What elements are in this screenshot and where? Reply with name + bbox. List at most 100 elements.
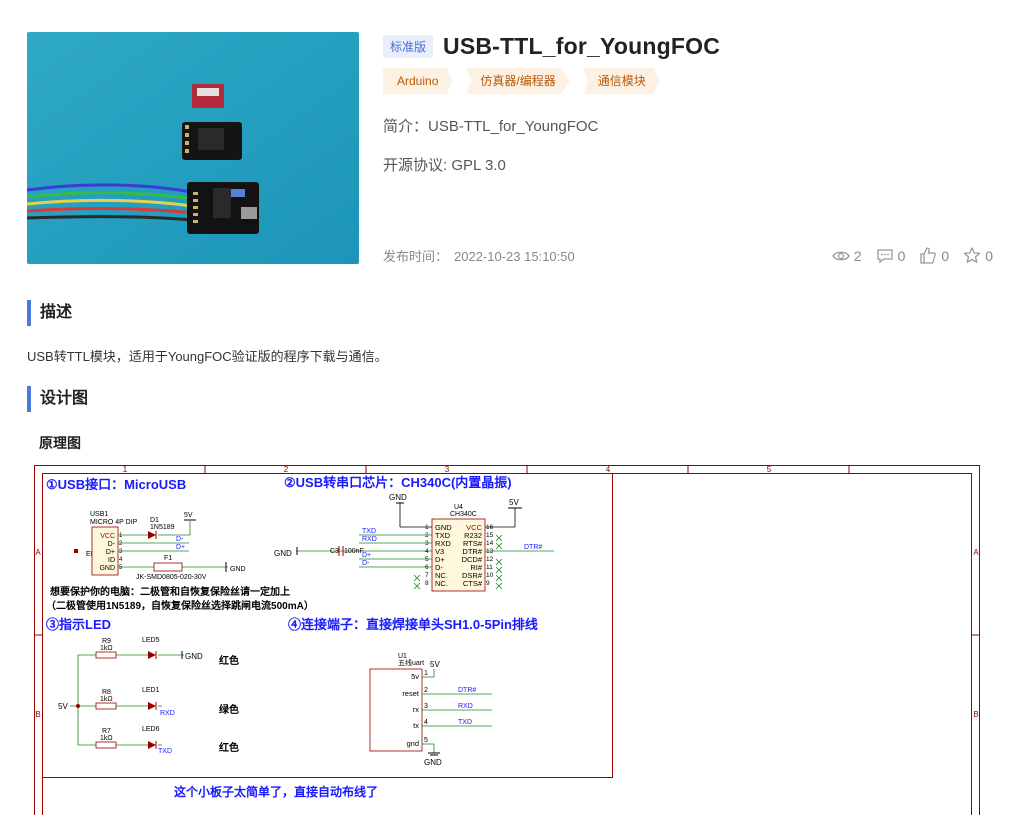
- u1-pin: gnd: [406, 739, 419, 748]
- u4-right-pin: VCC: [466, 523, 482, 532]
- usb-pin-num: 4: [119, 557, 123, 563]
- description-heading: 描述: [27, 300, 72, 326]
- u1-part: 五线uart: [398, 658, 424, 667]
- net-dm: D-: [362, 560, 370, 567]
- u4-right-num: 10: [486, 572, 494, 579]
- led-5v-label: 5V: [58, 702, 68, 711]
- tag-emulator-programmer[interactable]: 仿真器/编程器: [466, 68, 570, 94]
- u4-left-num: 3: [425, 540, 429, 547]
- like-button[interactable]: 0: [919, 247, 949, 264]
- net-rxd: RXD: [362, 536, 377, 543]
- u4-right-num: 9: [486, 580, 490, 587]
- usb-pin-num: 1: [119, 533, 123, 539]
- u1-pin: tx: [413, 721, 419, 730]
- eye-icon: [832, 251, 850, 260]
- u4-right-pin: R232: [464, 531, 482, 540]
- u4-right-pin: RI#: [470, 563, 483, 572]
- r7-ref: R7: [102, 728, 111, 735]
- usb-pin-num: 2: [119, 541, 123, 547]
- schematic-bottom-note: 这个小板子太简单了，直接自动布线了: [174, 784, 378, 799]
- usb-pin: ID: [108, 557, 115, 564]
- usb-part: MICRO 4P DIP: [90, 519, 138, 526]
- led6-net: TXD: [158, 748, 172, 755]
- favorite-count-value: 0: [985, 247, 993, 264]
- net-txd: TXD: [362, 528, 376, 535]
- u4-left-pin: D-: [435, 563, 443, 572]
- col-number: 2: [284, 465, 289, 474]
- u1-pin: 5v: [411, 672, 419, 681]
- u1-gnd-label: GND: [424, 758, 442, 767]
- usb-pin: D+: [106, 549, 115, 556]
- c3-ref: C3: [330, 548, 339, 555]
- u1-5v-label: 5V: [430, 660, 440, 669]
- like-count-value: 0: [941, 247, 950, 264]
- eh-label: EH: [86, 551, 96, 558]
- u4-right-num: 14: [486, 540, 494, 547]
- usb-pin-num: 5: [119, 565, 123, 571]
- vcc-5v-label: 5V: [184, 512, 193, 519]
- col-number: 5: [767, 465, 772, 474]
- u4-right-num: 15: [486, 532, 494, 539]
- usb-pin: VCC: [100, 533, 115, 540]
- r8-ref: R8: [102, 689, 111, 696]
- u4-ref: U4: [454, 504, 463, 511]
- f1-part: JK-SMD0805-020-30V: [136, 574, 207, 581]
- usb-section-title: ①USB接口：MicroUSB: [46, 477, 186, 492]
- u4-left-pin: D+: [435, 555, 445, 564]
- description-text: USB转TTL模块，适用于YoungFOC验证版的程序下载与通信。: [27, 349, 388, 364]
- u4-right-num: 11: [486, 564, 493, 571]
- led5-net: GND: [185, 652, 203, 661]
- u4-right-pin: DSR#: [462, 571, 483, 580]
- schematic-heading: 原理图: [39, 435, 81, 451]
- project-cover-image[interactable]: [27, 32, 359, 264]
- u4-left-pin: RXD: [435, 539, 451, 548]
- stats-bar: 2 0 0 0: [818, 247, 993, 264]
- d1-part: 1N5189: [150, 524, 175, 531]
- thumbs-up-icon: [920, 247, 937, 264]
- u4-left-num: 8: [425, 580, 429, 587]
- favorite-button[interactable]: 0: [963, 247, 993, 264]
- u4-left-num: 5: [425, 556, 429, 563]
- u4-left-pins: GND TXD RXD V3 D+ D- NC. NC.: [435, 523, 452, 588]
- u4-right-pin: RTS#: [463, 539, 483, 548]
- led-section-title: ③指示LED: [46, 617, 111, 632]
- net-dp: D+: [362, 552, 371, 559]
- ch340-section-title: ②USB转串口芯片：CH340C(内置晶振): [284, 475, 512, 490]
- u4-left-num: 6: [425, 564, 429, 571]
- view-count: 2: [832, 248, 862, 264]
- u1-net: RXD: [458, 703, 473, 710]
- led6-ref: LED6: [142, 726, 160, 733]
- connector-section-title: ④连接端子：直接焊接单头SH1.0-5Pin排线: [288, 617, 538, 632]
- ch340-gnd-top: GND: [389, 493, 407, 502]
- project-title: USB-TTL_for_YoungFOC: [443, 32, 721, 59]
- tag-arduino[interactable]: Arduino: [383, 68, 453, 94]
- u1-net: TXD: [458, 719, 472, 726]
- c3-gnd-label: GND: [274, 549, 292, 558]
- ch340-5v-top: 5V: [509, 498, 519, 507]
- u1-num: 5: [424, 737, 428, 744]
- u4-left-pin: TXD: [435, 531, 451, 540]
- u1-num: 1: [424, 670, 428, 677]
- title-row: 标准版 USB-TTL_for_YoungFOC: [383, 32, 993, 60]
- comment-icon: [876, 248, 893, 263]
- row-letter: A: [35, 548, 41, 557]
- comment-button[interactable]: 0: [876, 248, 905, 264]
- u4-left-num: 2: [425, 532, 429, 539]
- f1-ref: F1: [164, 555, 172, 562]
- info-footer: 发布时间：2022-10-23 15:10:50 2 0 0 0: [383, 246, 993, 265]
- star-icon: [963, 247, 981, 263]
- u4-right-num: 16: [486, 524, 494, 531]
- u4-left-pin: NC.: [435, 571, 448, 580]
- u4-right-num: 13: [486, 548, 494, 555]
- edition-badge: 标准版: [383, 34, 434, 58]
- u1-ref: U1: [398, 653, 407, 660]
- schematic-image[interactable]: 1 2 3 4 5 A B A B ①USB接口：MicroUSB ②USB转串…: [34, 465, 980, 815]
- led5-ref: LED5: [142, 637, 160, 644]
- col-number: 1: [123, 465, 128, 474]
- col-number: 4: [606, 465, 611, 474]
- led1-net: RXD: [160, 710, 175, 717]
- tag-communication-module[interactable]: 通信模块: [583, 68, 660, 94]
- c3-value: 100nF: [344, 548, 364, 555]
- led1-ref: LED1: [142, 687, 160, 694]
- u1-num: 2: [424, 687, 428, 694]
